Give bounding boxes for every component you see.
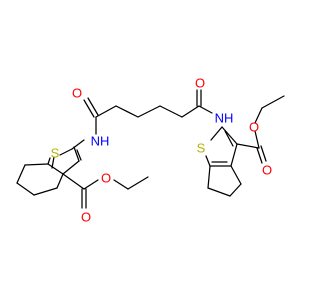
- bond: [56, 173, 64, 189]
- thiophene-sulfur-left: S: [51, 146, 60, 161]
- bond: [113, 179, 129, 190]
- double-bond: [260, 145, 267, 162]
- bond: [83, 179, 99, 190]
- bond: [62, 160, 80, 175]
- bond: [24, 163, 49, 166]
- bond: [33, 187, 58, 196]
- diagram-background: [0, 0, 300, 300]
- bond: [230, 143, 238, 167]
- bond: [16, 182, 35, 196]
- ester-ether-oxygen-right: O: [249, 120, 259, 135]
- amide-nitrogen-left: NH: [91, 134, 110, 149]
- thiophene-sulfur-right: S: [197, 141, 206, 156]
- double-bond: [83, 99, 95, 118]
- bond: [207, 187, 231, 197]
- ester-carbonyl-oxygen-left: O: [81, 210, 91, 225]
- bond: [254, 107, 263, 124]
- bond: [230, 165, 242, 185]
- bond: [207, 165, 211, 189]
- bond: [198, 105, 213, 114]
- ester-carbonyl-oxygen-right: O: [262, 163, 272, 178]
- bond: [229, 183, 242, 197]
- bond: [210, 126, 223, 141]
- bond: [51, 156, 55, 169]
- bond: [115, 105, 139, 118]
- bond: [62, 173, 85, 190]
- bond: [95, 105, 117, 118]
- bond: [137, 105, 161, 118]
- bond: [47, 157, 51, 165]
- bond-lines: [16, 89, 285, 209]
- bond: [261, 95, 285, 109]
- bond: [47, 163, 64, 175]
- bond: [127, 176, 149, 190]
- molecule-structure-diagram: O O NH NH S S O O O O: [0, 0, 300, 300]
- bond: [59, 148, 73, 156]
- bond: [205, 155, 211, 167]
- bond: [76, 149, 82, 161]
- atom-labels: O O NH NH S S O O O O: [51, 76, 272, 225]
- double-bond: [256, 147, 263, 164]
- bond: [224, 130, 234, 147]
- bond: [159, 105, 183, 118]
- bond: [73, 146, 80, 162]
- bond: [236, 143, 260, 149]
- bond: [221, 126, 238, 145]
- amide-nitrogen-right: NH: [215, 111, 234, 126]
- ester-ether-oxygen-left: O: [101, 171, 111, 186]
- bond: [181, 105, 200, 118]
- double-bond: [87, 97, 99, 116]
- amide-oxygen-right: O: [195, 76, 205, 91]
- amide-oxygen-left: O: [72, 86, 82, 101]
- bond: [254, 130, 260, 149]
- bond: [16, 164, 26, 184]
